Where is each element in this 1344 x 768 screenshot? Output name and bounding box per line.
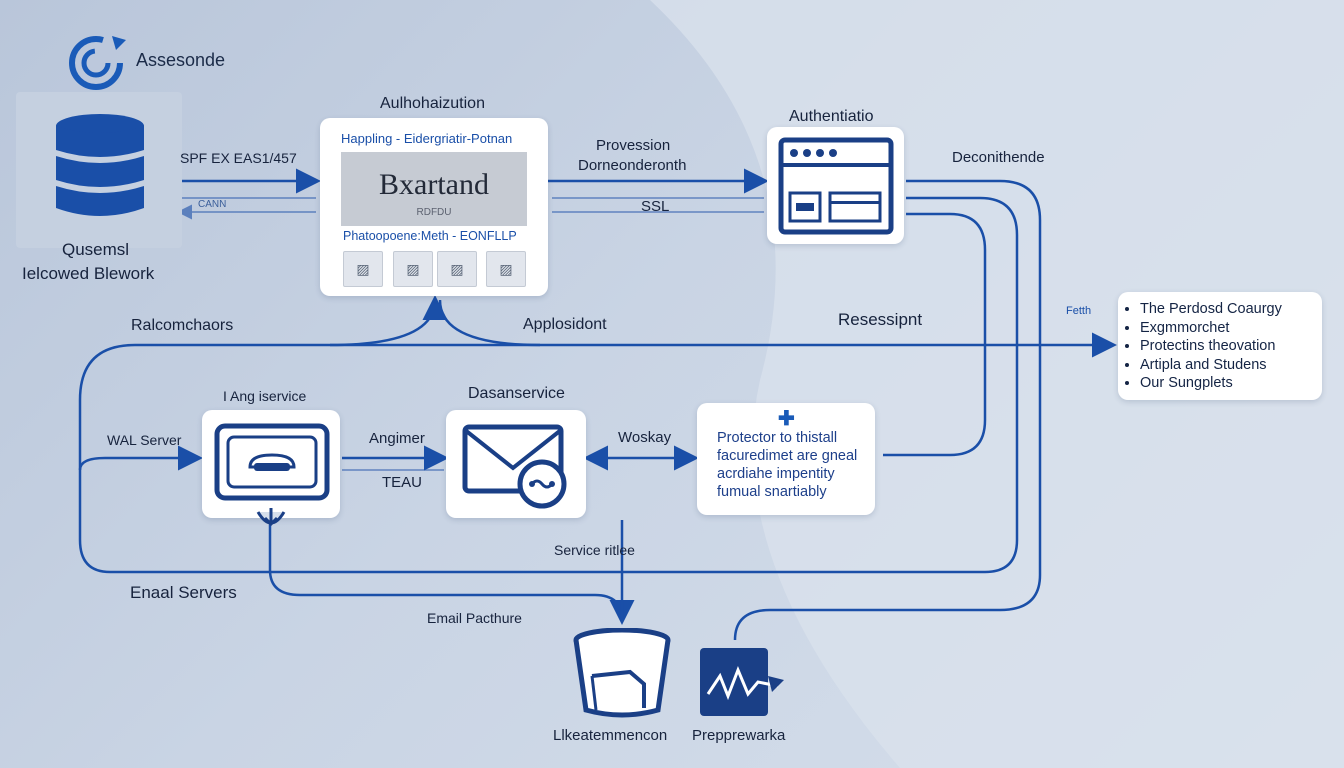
authorization-bottom-text: Phatoopoene:Meth - EONFLLP — [343, 229, 517, 243]
image-icon[interactable]: ▨ — [486, 251, 526, 287]
resessipnt-label: Resessipnt — [838, 310, 923, 329]
database-label-2: Ielcowed Blework — [22, 264, 155, 283]
router-icon — [214, 423, 330, 501]
list-item: Protectins theovation — [1140, 337, 1322, 356]
woskay-label: Woskay — [618, 429, 672, 446]
database-label-1: Qusemsl — [62, 240, 130, 259]
circular-arrow-logo-icon — [69, 36, 126, 90]
authorization-preview-panel — [341, 152, 527, 226]
bottom-left-label: Llkeatemmencon — [553, 727, 668, 744]
authorization-heading: Aulhohaizution — [380, 95, 485, 112]
service-ritlee-label: Service ritlee — [554, 542, 635, 558]
authorization-big-word: Bxartand — [379, 168, 489, 201]
spf-label: SPF EX EAS1/457 — [180, 150, 297, 166]
envelope-link-icon — [462, 424, 567, 509]
brand-name: Assesonde — [136, 50, 226, 70]
authentication-card[interactable] — [767, 127, 904, 244]
provession-label: Provession — [596, 137, 671, 154]
database-icon — [56, 114, 144, 216]
teau-label: TEAU — [382, 474, 423, 491]
plus-icon: ✚ — [778, 408, 795, 430]
list-item: Artipla and Studens — [1140, 356, 1322, 375]
authorization-sub-text: RDFDU — [416, 207, 452, 218]
activity-chart-icon — [700, 648, 784, 716]
image-icon[interactable]: ▨ — [393, 251, 433, 287]
list-item: Our Sungplets — [1140, 374, 1322, 393]
email-service-heading: I Ang iservice — [223, 388, 307, 404]
protector-line: facuredimet are gneal — [717, 448, 858, 464]
wal-server-label: WAL Server — [107, 432, 182, 448]
email-servers-label: Enaal Servers — [130, 583, 237, 602]
authentication-heading: Authentiatio — [789, 108, 874, 125]
feth-label: Fetth — [1066, 305, 1092, 317]
bucket-icon — [573, 628, 671, 718]
browser-window-icon — [778, 137, 894, 235]
features-list-card: The Perdosd Coaurgy Exgmmorchet Protecti… — [1118, 292, 1322, 400]
protector-card[interactable] — [697, 403, 875, 515]
protector-line: Protector to thistall — [717, 430, 838, 446]
applosidont-label: Applosidont — [523, 316, 607, 333]
angimer-label: Angimer — [369, 430, 425, 447]
deconithende-label: Deconithende — [952, 149, 1045, 166]
dataservice-heading: Dasanservice — [468, 385, 565, 402]
image-icon[interactable]: ▨ — [343, 251, 383, 287]
dorneonderonth-label: Dorneonderonth — [578, 157, 687, 174]
protector-line: acrdiahe impentity — [717, 466, 835, 482]
bottom-right-label: Prepprewarka — [692, 727, 786, 744]
cann-label: CANN — [198, 199, 227, 210]
chevron-down-icon — [256, 508, 286, 527]
list-item: The Perdosd Coaurgy — [1140, 300, 1322, 319]
authorization-top-text: Happling - Eidergriatir-Potnan — [341, 131, 513, 146]
ssl-label: SSL — [641, 198, 670, 215]
protector-text: Protector to thistall facuredimet are gn… — [717, 429, 877, 501]
email-pacthure-label: Email Pacthure — [427, 610, 522, 626]
protector-line: fumual snartiably — [717, 484, 827, 500]
list-item: Exgmmorchet — [1140, 319, 1322, 338]
ralcomchaors-label: Ralcomchaors — [131, 317, 234, 334]
image-icon[interactable]: ▨ — [437, 251, 477, 287]
